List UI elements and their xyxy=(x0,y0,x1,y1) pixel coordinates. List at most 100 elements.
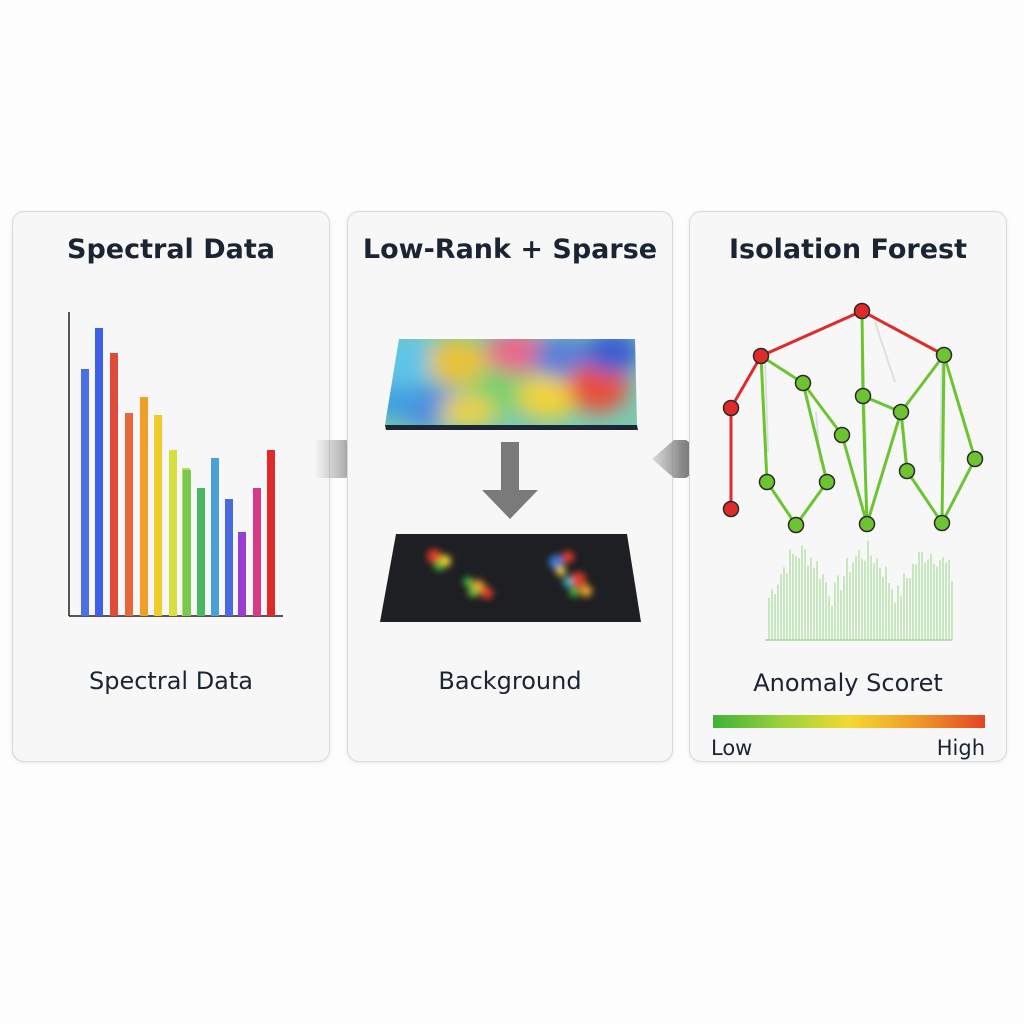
histogram-bar xyxy=(816,561,818,640)
histogram-bar xyxy=(822,574,824,640)
histogram-bar xyxy=(948,559,950,640)
histogram-bar xyxy=(915,564,917,640)
normal-node xyxy=(854,387,872,405)
spectral-data-title: Spectral Data xyxy=(67,234,275,265)
histogram-bar xyxy=(930,553,932,640)
spectral-bar xyxy=(238,532,246,616)
scale-high-label: High xyxy=(936,736,985,760)
anomaly-node xyxy=(853,302,871,320)
tree-edge xyxy=(729,355,763,409)
histogram-bar xyxy=(774,594,776,640)
histogram-bar xyxy=(951,581,953,640)
low-rank-sparse-title: Low-Rank + Sparse xyxy=(362,234,658,265)
scale-low-label: Low xyxy=(711,736,753,760)
anomaly-node xyxy=(752,347,770,365)
histogram-bar xyxy=(801,545,803,640)
histogram-bar xyxy=(795,556,797,640)
histogram-bar xyxy=(927,559,929,640)
histogram-bar xyxy=(939,560,941,640)
tree-edge xyxy=(801,382,844,436)
normal-node xyxy=(933,514,951,532)
spectral-bar xyxy=(225,499,233,616)
histogram-bar xyxy=(855,555,857,640)
histogram-bar xyxy=(876,558,878,640)
normal-node xyxy=(892,403,910,421)
spectral-bar xyxy=(125,413,133,616)
histogram-bar xyxy=(921,551,923,640)
spectral-bars-graphic xyxy=(68,312,283,617)
isolation-tree-graphic xyxy=(722,302,984,641)
histogram-bar xyxy=(834,582,836,640)
histogram-bar xyxy=(786,573,788,640)
tree-edge xyxy=(840,434,869,525)
histogram-bar xyxy=(933,563,935,640)
histogram-bar xyxy=(852,562,854,640)
spectral-bar xyxy=(140,397,148,616)
tree-edge xyxy=(861,309,945,357)
histogram-bar xyxy=(789,549,791,640)
histogram-bar xyxy=(867,540,869,640)
histogram-bar xyxy=(804,549,806,640)
anomaly-score-caption: Anomaly Scoret xyxy=(753,669,943,697)
sparse-matrix xyxy=(380,534,641,622)
tree-edge xyxy=(794,481,829,526)
histogram-bar xyxy=(771,589,773,640)
histogram-bar xyxy=(861,558,863,640)
tree-edge xyxy=(865,411,903,525)
histogram-bar xyxy=(777,584,779,640)
histogram-bar xyxy=(888,583,890,640)
histogram-bar xyxy=(780,573,782,640)
histogram-bar xyxy=(924,562,926,640)
histogram-bar xyxy=(936,566,938,640)
spectral-bar xyxy=(81,369,89,616)
spectral-bar xyxy=(253,488,261,616)
histogram-bar xyxy=(819,578,821,640)
histogram-bar xyxy=(873,563,875,640)
arrow-down-icon xyxy=(482,442,538,519)
spectral-data-panel: Spectral Data Spectral Data xyxy=(12,211,330,762)
normal-node xyxy=(794,374,812,392)
histogram-bar xyxy=(837,575,839,640)
spectral-bar xyxy=(95,328,103,616)
histogram-bar xyxy=(831,606,833,640)
spectral-bars xyxy=(81,328,275,616)
normal-node xyxy=(758,473,776,491)
tree-edge xyxy=(760,354,804,385)
tree-edge xyxy=(759,355,769,483)
tree-edge xyxy=(905,470,944,524)
spectral-bar xyxy=(110,353,118,616)
histogram-bar xyxy=(882,576,884,640)
histogram-bar xyxy=(945,562,947,640)
isolation-forest-panel: Isolation Forest Anomaly Scoret Low High xyxy=(689,211,1007,762)
normal-node xyxy=(898,462,916,480)
histogram-bar xyxy=(768,597,770,640)
histogram-bar xyxy=(846,558,848,640)
tree-edge xyxy=(899,411,909,472)
histogram-bar xyxy=(906,577,908,640)
histogram-bar xyxy=(825,582,827,640)
anomaly-node xyxy=(722,500,740,518)
tree-edge xyxy=(765,481,798,526)
histogram-bar xyxy=(858,550,860,640)
histogram-bar xyxy=(918,551,920,640)
histogram-bar xyxy=(783,567,785,640)
spectral-bar xyxy=(169,450,177,616)
tree-edge xyxy=(760,309,863,358)
histogram-bar xyxy=(813,567,815,640)
normal-node xyxy=(833,426,851,444)
tree-edge xyxy=(899,354,946,413)
isolation-forest-title: Isolation Forest xyxy=(729,234,967,265)
histogram-bar xyxy=(870,555,872,640)
histogram-bar xyxy=(807,565,809,640)
histogram-bar xyxy=(843,576,845,640)
tree-edge xyxy=(940,458,977,524)
low-rank-plate-edge xyxy=(385,425,638,430)
spectral-data-caption: Spectral Data xyxy=(88,667,253,695)
histogram-bar xyxy=(885,566,887,640)
tree-nodes xyxy=(722,302,984,534)
background-caption: Background xyxy=(438,667,582,695)
tree-edge xyxy=(940,354,946,524)
normal-node xyxy=(818,473,836,491)
anomaly-score-colorbar xyxy=(713,715,985,728)
histogram-bar xyxy=(891,589,893,640)
